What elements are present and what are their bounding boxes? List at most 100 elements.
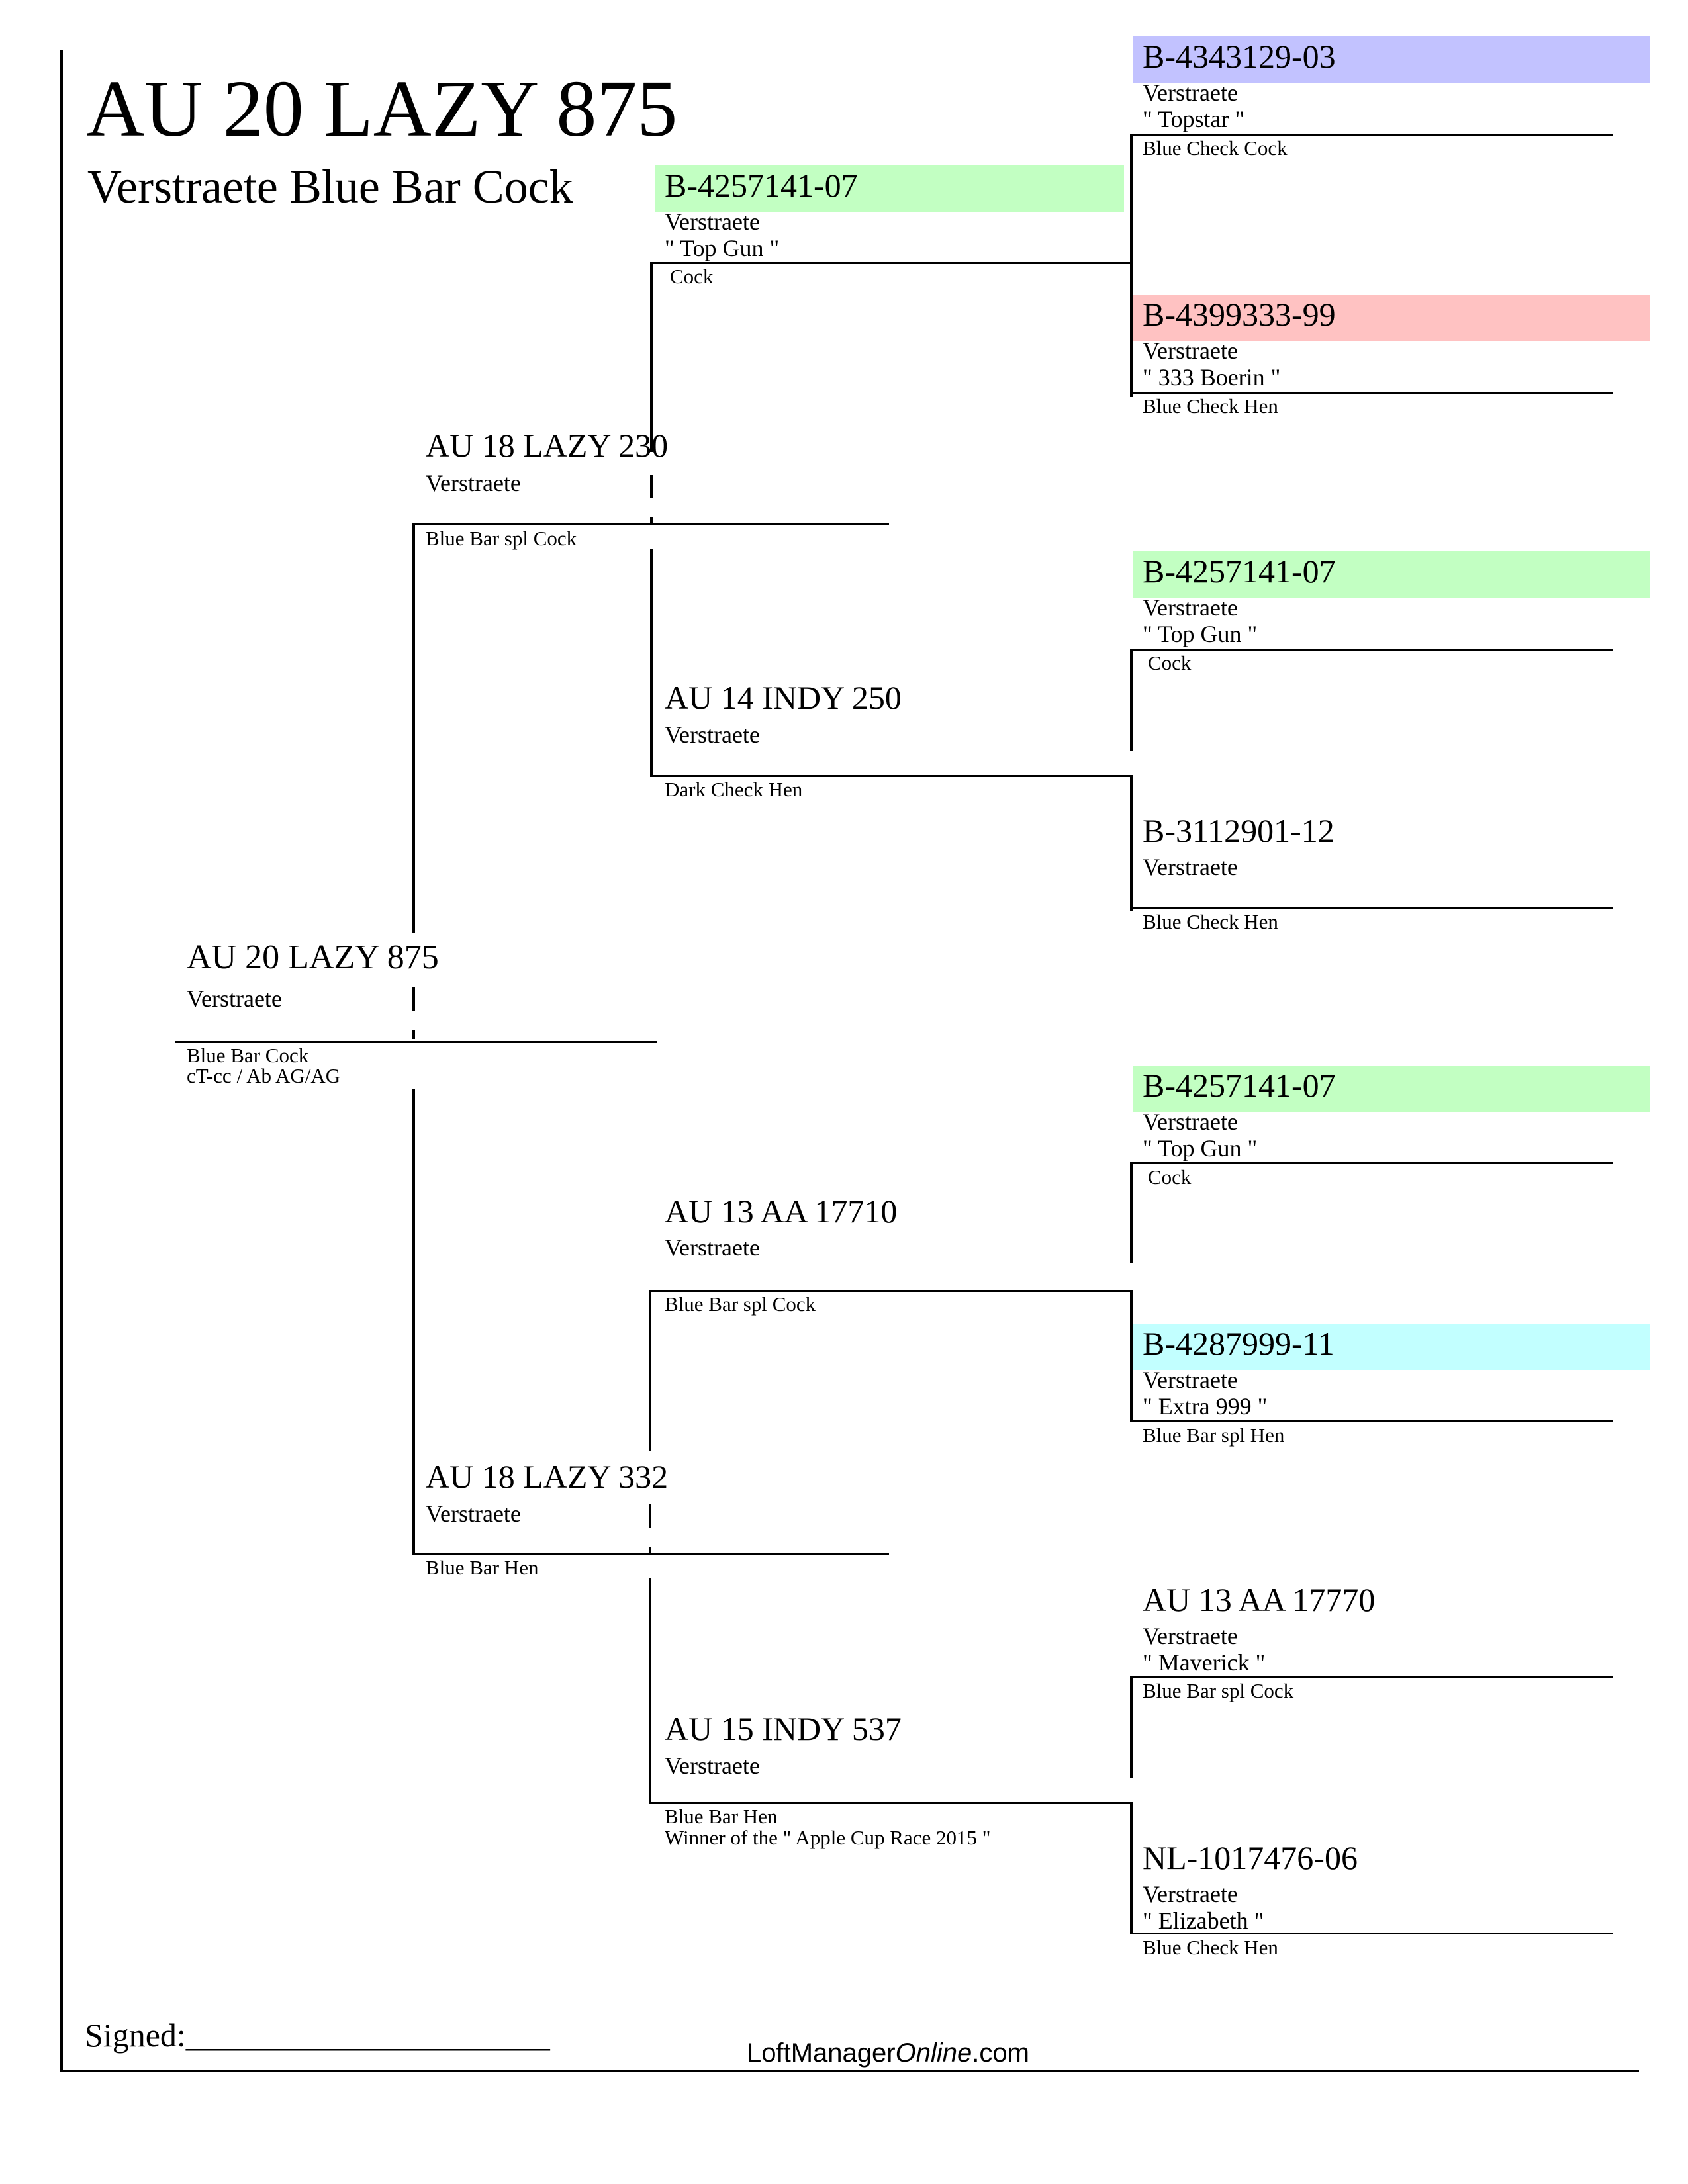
ddd-ring: NL-1017476-06 — [1143, 1839, 1358, 1876]
ss-ring: B-4257141-07 — [665, 167, 858, 204]
connector-dd-branch-top — [1130, 1677, 1133, 1778]
highlight-dsd — [1133, 1324, 1650, 1370]
ds-name-line: Verstraete — [665, 1234, 760, 1261]
highlight-ss — [655, 165, 1124, 212]
highlight-ssd — [1133, 295, 1650, 341]
dss-line — [1130, 1162, 1613, 1164]
sdd-line — [1130, 907, 1613, 909]
dd-color: Blue Bar Hen — [665, 1805, 778, 1828]
connector-dd-branch-bottom — [1130, 1802, 1133, 1934]
connector-sire-ss — [650, 263, 653, 452]
dss-color: Cock — [1148, 1165, 1192, 1189]
ssd-nickname: " 333 Boerin " — [1143, 364, 1281, 390]
connector-ds-branch-bottom — [1130, 1290, 1133, 1420]
subject-genetics: cT-cc / Ab AG/AG — [187, 1064, 341, 1087]
dsd-line — [1130, 1420, 1613, 1422]
sds-nickname: " Top Gun " — [1143, 621, 1258, 647]
sss-color: Blue Check Cock — [1143, 136, 1288, 159]
ssd-ring: B-4399333-99 — [1143, 296, 1336, 333]
ddd-nickname: " Elizabeth " — [1143, 1907, 1264, 1934]
page-title: AU 20 LAZY 875 — [86, 64, 678, 154]
dds-name-line: Verstraete — [1143, 1623, 1238, 1649]
ssd-color: Blue Check Hen — [1143, 394, 1278, 418]
connector-dam-ds — [649, 1291, 651, 1451]
signed-line: Signed:______________________ — [85, 2017, 550, 2054]
frame-bottom-border — [60, 2070, 1639, 2072]
connector-sd-branch-top — [1130, 650, 1133, 751]
ss-line — [650, 262, 1132, 264]
ddd-name-line: Verstraete — [1143, 1881, 1238, 1907]
dds-nickname: " Maverick " — [1143, 1649, 1266, 1676]
dd-ring: AU 15 INDY 537 — [665, 1710, 902, 1747]
dam-color: Blue Bar Hen — [426, 1556, 539, 1579]
sds-line — [1130, 649, 1613, 651]
sds-color: Cock — [1148, 651, 1192, 674]
dsd-color: Blue Bar spl Hen — [1143, 1424, 1285, 1447]
connector-subject-tick-bottom — [412, 1030, 415, 1039]
sd-name-line: Verstraete — [665, 721, 760, 748]
connector-subject-dam — [412, 1089, 415, 1554]
sd-ring: AU 14 INDY 250 — [665, 679, 902, 716]
connector-dam-dd — [649, 1578, 651, 1803]
highlight-sss — [1133, 36, 1650, 83]
subject-line — [175, 1041, 657, 1043]
dss-ring: B-4257141-07 — [1143, 1067, 1336, 1104]
dsd-nickname: " Extra 999 " — [1143, 1393, 1268, 1420]
connector-subject-tick-top — [412, 987, 415, 1011]
sire-ring: AU 18 LAZY 230 — [426, 427, 669, 464]
dss-name-line: Verstraete — [1143, 1109, 1238, 1135]
connector-sire-tick-low — [650, 517, 653, 523]
connector-dam-tick — [649, 1504, 651, 1528]
sss-nickname: " Topstar " — [1143, 106, 1245, 132]
dd-note: Winner of the " Apple Cup Race 2015 " — [665, 1826, 991, 1849]
highlight-dss — [1133, 1066, 1650, 1112]
subject-color: Blue Bar Cock — [187, 1044, 309, 1067]
footer-brand: LoftManagerOnline.com — [747, 2038, 1029, 2068]
dsd-ring: B-4287999-11 — [1143, 1325, 1335, 1362]
ds-color: Blue Bar spl Cock — [665, 1293, 816, 1316]
sire-line — [412, 523, 889, 525]
sss-ring: B-4343129-03 — [1143, 38, 1336, 75]
sdd-name-line: Verstraete — [1143, 854, 1238, 880]
ssd-name-line: Verstraete — [1143, 338, 1238, 364]
connector-sire-tick — [650, 475, 653, 498]
sd-line — [650, 775, 1132, 777]
frame-left-border — [60, 50, 63, 2071]
dam-line — [412, 1553, 889, 1555]
dds-ring: AU 13 AA 17770 — [1143, 1581, 1376, 1618]
ddd-color: Blue Check Hen — [1143, 1936, 1278, 1959]
dd-name-line: Verstraete — [665, 1752, 760, 1779]
sdd-ring: B-3112901-12 — [1143, 812, 1335, 849]
sss-name-line: Verstraete — [1143, 79, 1238, 106]
footer-brand-prefix: LoftManager — [747, 2038, 896, 2068]
dam-ring: AU 18 LAZY 332 — [426, 1458, 669, 1495]
dds-line — [1130, 1676, 1613, 1678]
footer-brand-suffix: .com — [972, 2038, 1029, 2068]
sds-ring: B-4257141-07 — [1143, 553, 1336, 590]
ss-nickname: " Top Gun " — [665, 235, 780, 261]
sire-color: Blue Bar spl Cock — [426, 527, 577, 550]
subject-ring: AU 20 LAZY 875 — [187, 938, 439, 976]
dam-name-line: Verstraete — [426, 1500, 521, 1527]
sd-color: Dark Check Hen — [665, 778, 803, 801]
connector-subject-sire — [412, 525, 415, 933]
dd-line — [649, 1802, 1132, 1804]
ss-color: Cock — [670, 265, 714, 288]
sss-line — [1130, 134, 1613, 136]
ss-name-line: Verstraete — [665, 208, 760, 235]
page-subtitle: Verstraete Blue Bar Cock — [87, 160, 573, 213]
footer-brand-italic: Online — [895, 2038, 972, 2068]
sire-name-line: Verstraete — [426, 470, 521, 496]
sds-name-line: Verstraete — [1143, 594, 1238, 621]
connector-sire-sd — [650, 549, 653, 776]
connector-dam-tick-low — [649, 1547, 651, 1553]
ddd-line — [1130, 1933, 1613, 1934]
ds-ring: AU 13 AA 17710 — [665, 1193, 898, 1230]
ssd-line — [1130, 392, 1613, 394]
ds-line — [649, 1290, 1132, 1292]
connector-ss-branch — [1130, 135, 1133, 397]
dss-nickname: " Top Gun " — [1143, 1135, 1258, 1161]
connector-ds-branch-top — [1130, 1163, 1133, 1263]
connector-sd-branch-bottom — [1130, 775, 1133, 911]
